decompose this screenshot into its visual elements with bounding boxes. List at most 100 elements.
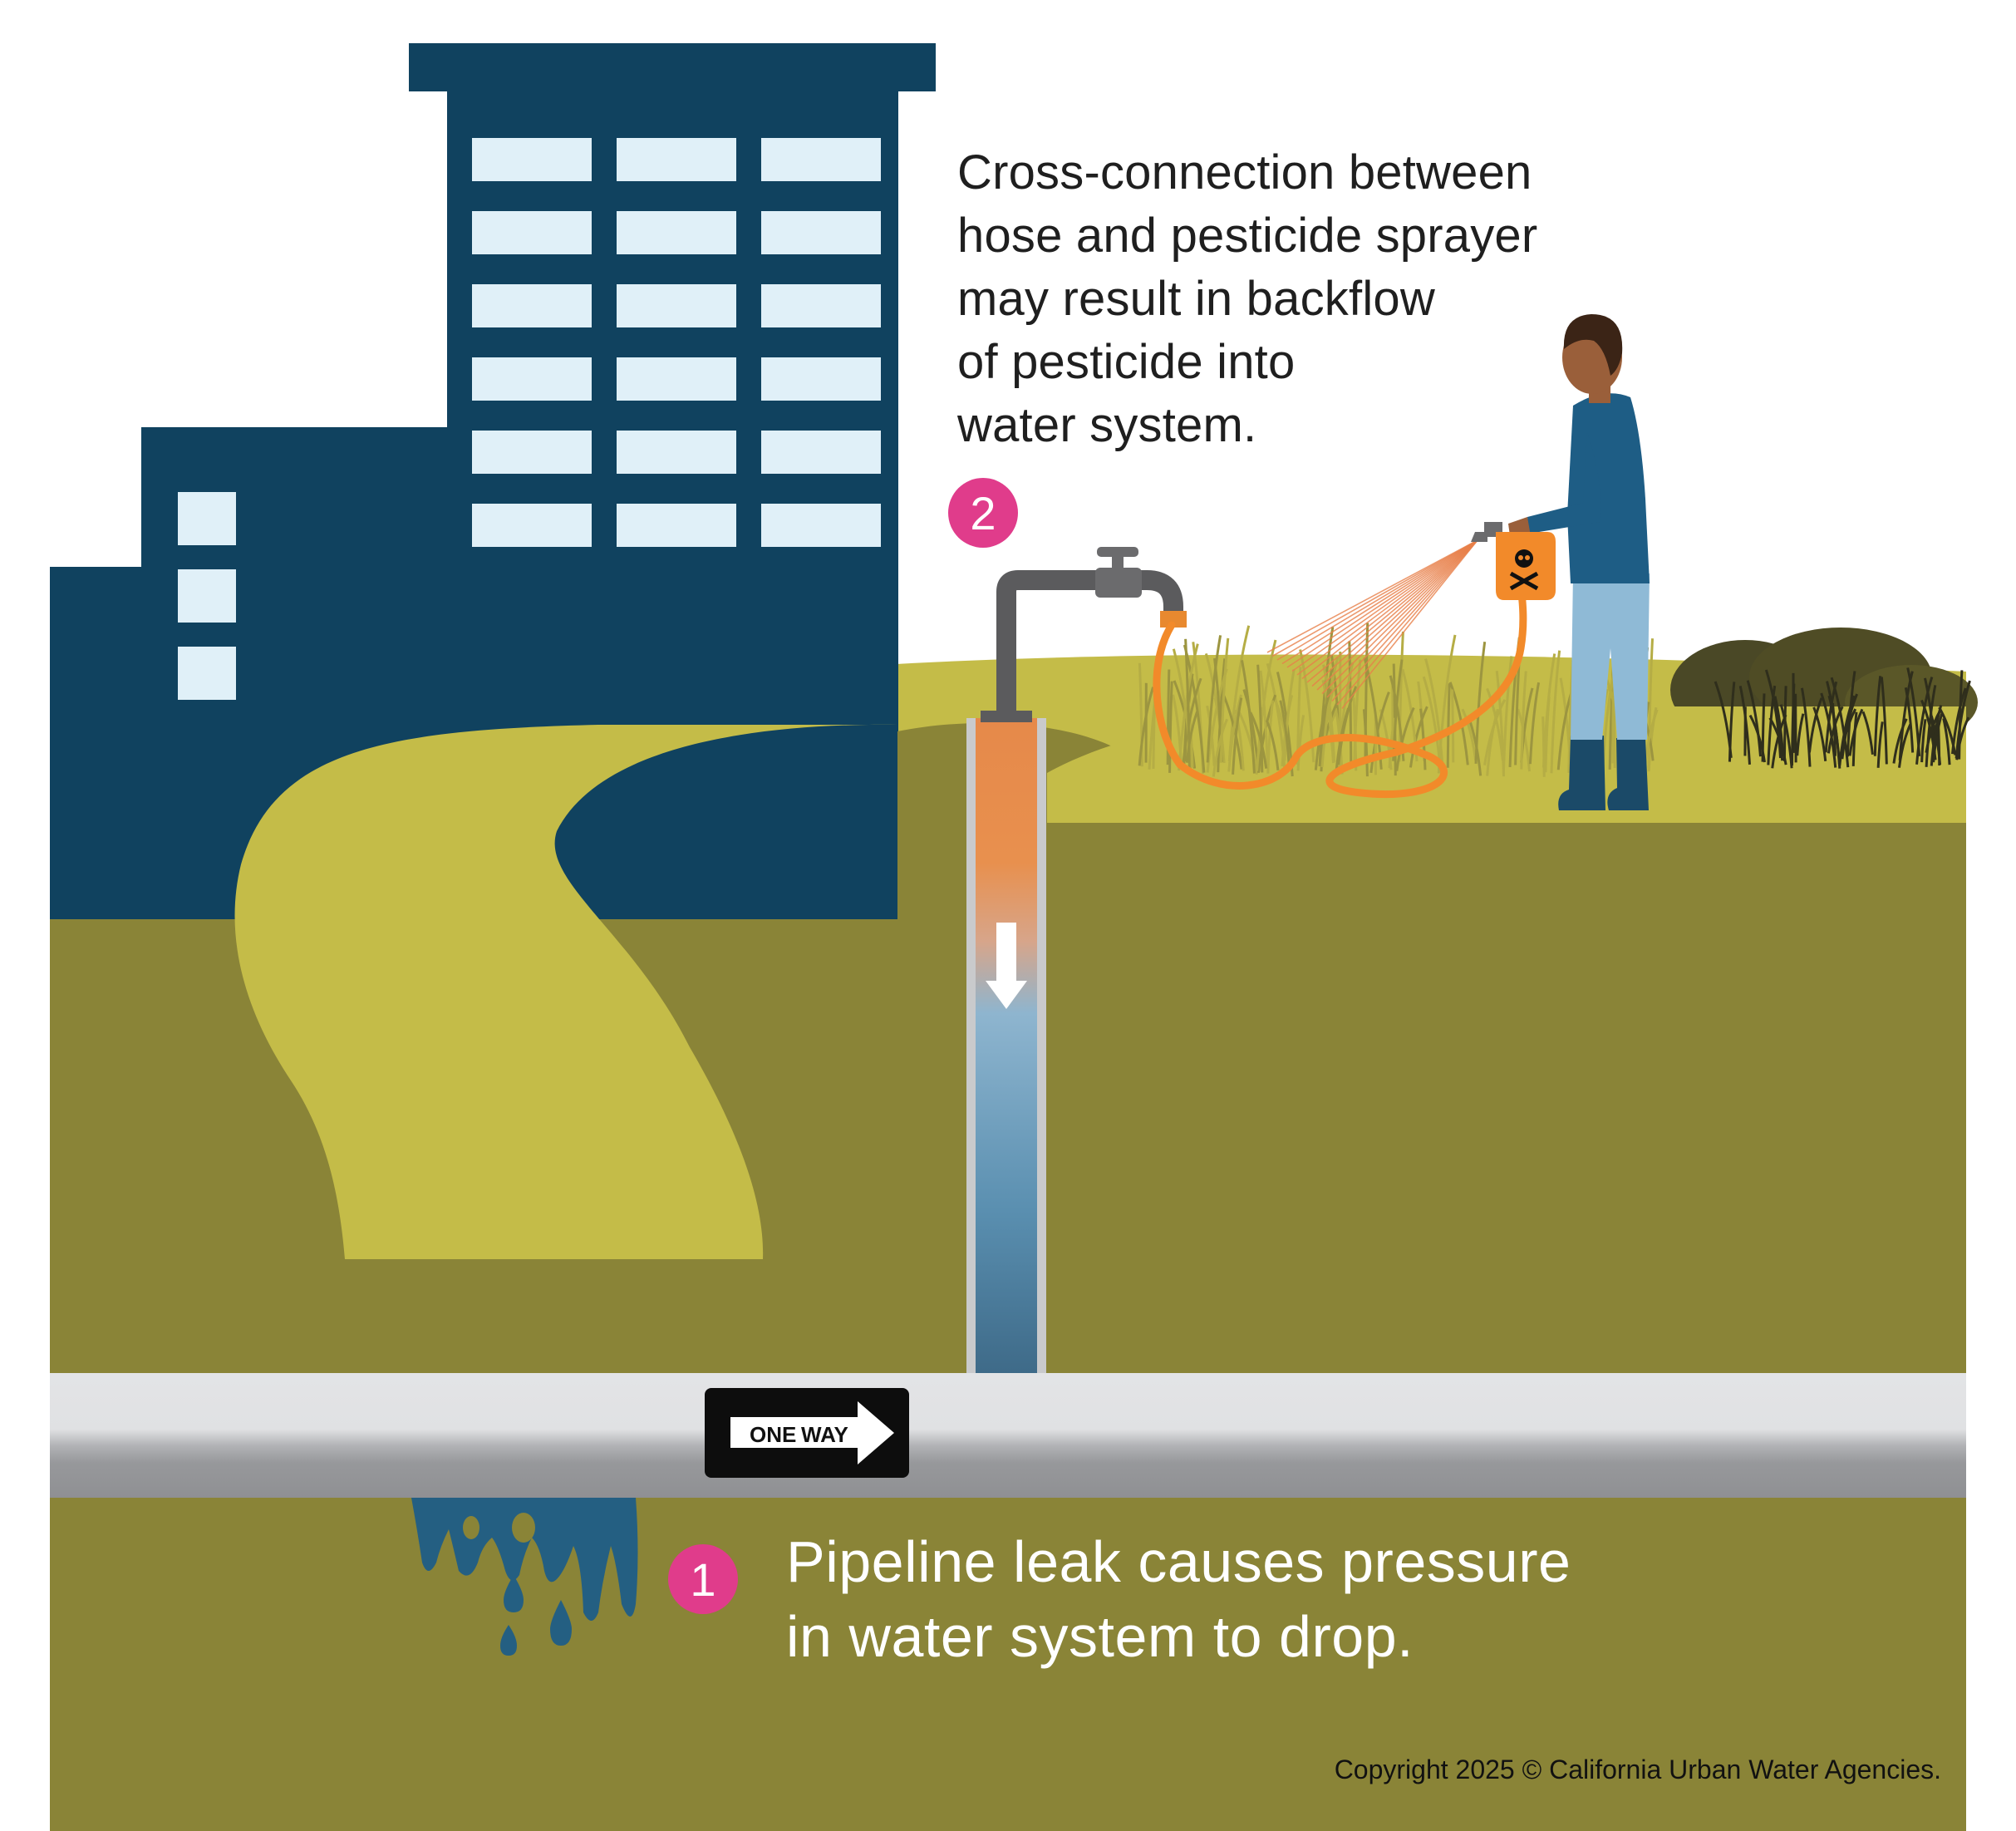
leak-drops-icon — [411, 1498, 638, 1656]
window — [178, 492, 236, 545]
window — [761, 504, 881, 547]
window — [761, 284, 881, 327]
window — [761, 211, 881, 254]
grass-blade — [1915, 677, 1934, 765]
grass-blade — [1851, 711, 1858, 766]
step-2-line: hose and pesticide sprayer — [957, 209, 1538, 263]
step-1-marker: 1 — [668, 1544, 738, 1614]
sign-word-way: WAY — [801, 1422, 848, 1447]
grass-blade — [1212, 718, 1228, 777]
grass-blade — [1256, 664, 1264, 773]
grass-blade — [1873, 676, 1882, 756]
meadow — [1047, 706, 1966, 823]
spray-line — [1276, 539, 1478, 661]
grass-blade — [1392, 663, 1397, 776]
one-way-sign-icon: ONE WAY — [705, 1388, 909, 1478]
step-1-line: Pipeline leak causes pressure — [786, 1529, 1571, 1594]
grass-blade — [1950, 687, 1967, 755]
grass-blade — [1876, 721, 1884, 768]
grass-blade — [1337, 686, 1358, 765]
grass-blade — [1256, 639, 1277, 771]
window — [617, 284, 736, 327]
grass-blade — [1321, 680, 1335, 764]
window — [761, 357, 881, 401]
window — [617, 357, 736, 401]
grass-blade — [1861, 711, 1874, 756]
spray-line — [1266, 539, 1478, 653]
window — [472, 431, 592, 474]
step-1-caption: Pipeline leak causes pressure in water s… — [786, 1524, 1700, 1674]
grass-blade — [1812, 706, 1827, 761]
faucet-icon — [996, 547, 1187, 713]
grass-blade — [1542, 716, 1546, 777]
window — [472, 211, 592, 254]
grass-blade — [1502, 656, 1513, 774]
grass-blade — [1955, 680, 1971, 759]
spray-line — [1326, 539, 1478, 698]
grass-blade — [1166, 669, 1171, 765]
grass-blade — [1746, 680, 1762, 757]
hose-icon — [1153, 536, 1527, 799]
grass-blade — [1832, 702, 1837, 756]
grass-blade — [1824, 681, 1838, 753]
grass-blade — [1217, 658, 1227, 773]
grass-blade — [1138, 687, 1155, 766]
grass-blade — [1219, 637, 1230, 763]
grass-blade — [1234, 709, 1245, 771]
arrow-down-icon — [986, 923, 1027, 1009]
grass-blade — [1846, 671, 1856, 757]
grass-blade — [1897, 723, 1912, 768]
grass-blade — [1738, 685, 1751, 765]
building-windows — [472, 138, 881, 547]
grass-blade — [1807, 697, 1823, 753]
step-2-caption: Cross-connection between hose and pestic… — [957, 141, 1589, 457]
grass-blade — [1790, 683, 1796, 766]
window — [761, 138, 881, 181]
spray-line — [1271, 539, 1478, 657]
window — [617, 431, 736, 474]
step-2-number: 2 — [970, 487, 996, 539]
grass-blade — [1237, 708, 1258, 775]
sign-word-one: ONE — [750, 1422, 796, 1447]
window — [617, 504, 736, 547]
grass-blade — [1168, 681, 1173, 773]
service-pipe — [966, 711, 1046, 1375]
window — [617, 211, 736, 254]
step-2-line: may result in backflow — [957, 272, 1435, 326]
grass-blade — [1767, 685, 1777, 765]
grass-blade — [1241, 660, 1256, 774]
walkway — [234, 724, 897, 1259]
grass-blade — [1265, 719, 1280, 770]
main-pipeline — [50, 1373, 1966, 1498]
spray-line — [1281, 539, 1478, 665]
grass-blade — [1796, 713, 1805, 756]
grass-blade — [1764, 669, 1784, 761]
grass-blade — [1925, 709, 1942, 753]
tall-grass — [1138, 623, 1971, 777]
window — [178, 647, 236, 700]
grass-blade — [1955, 716, 1970, 760]
spray-line — [1321, 539, 1478, 695]
grass-blade — [1259, 670, 1269, 768]
spray-line — [1296, 539, 1478, 676]
grass-blade — [1920, 699, 1937, 760]
spray-line — [1341, 539, 1478, 710]
grass-blade — [1283, 669, 1296, 761]
spray-line — [1286, 539, 1478, 668]
window — [761, 431, 881, 474]
spray-mist — [1266, 539, 1478, 710]
step-1-line: in water system to drop. — [786, 1604, 1414, 1669]
grass-blade — [1550, 650, 1561, 774]
grass-blade — [1771, 714, 1787, 769]
grass-blade — [1461, 708, 1478, 761]
step-2-line: Cross-connection between — [957, 145, 1532, 199]
grass-blade — [1892, 718, 1908, 764]
spray-line — [1316, 539, 1478, 691]
spray-line — [1311, 539, 1478, 687]
step-2-marker: 2 — [948, 478, 1018, 548]
grass-blade — [1184, 638, 1191, 774]
grass-blade — [1528, 682, 1541, 765]
grass-blade — [1446, 683, 1451, 768]
building-side-windows — [178, 492, 236, 700]
